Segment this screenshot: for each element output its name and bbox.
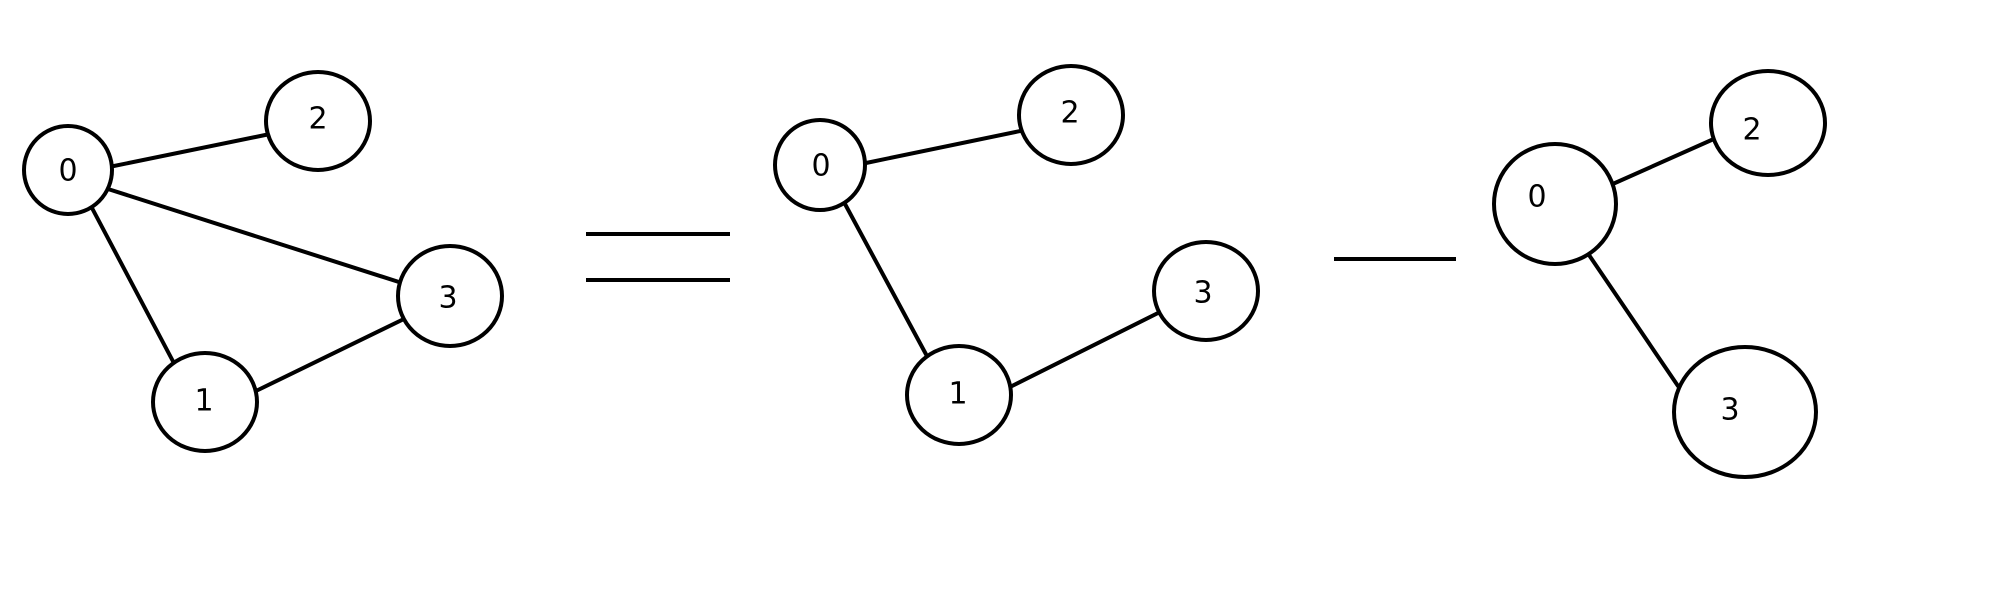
node-label: 3 (1720, 393, 1739, 428)
equals-sign (586, 232, 730, 282)
node-label: 2 (1060, 96, 1079, 131)
graph-c: 0 2 3 (1492, 69, 1827, 479)
node-2: 2 (1709, 69, 1827, 177)
edge-0-1 (843, 202, 930, 360)
node-0: 0 (1492, 142, 1618, 266)
node-3: 3 (1152, 240, 1260, 342)
node-label: 2 (308, 102, 327, 137)
node-label: 0 (1527, 180, 1546, 215)
edge-1-3 (256, 315, 410, 392)
node-1: 1 (151, 351, 259, 453)
node-2: 2 (1017, 64, 1125, 166)
node-label: 3 (438, 281, 457, 316)
node-label: 1 (194, 384, 213, 419)
edge-0-2 (1613, 136, 1718, 185)
node-label: 3 (1193, 276, 1212, 311)
node-0: 0 (773, 118, 867, 212)
edge-1-3 (1008, 309, 1164, 389)
edge-0-2 (864, 128, 1027, 165)
edge-0-3 (1587, 253, 1680, 388)
edge-0-2 (107, 132, 272, 169)
node-2: 2 (264, 70, 372, 172)
node-0: 0 (22, 124, 114, 216)
node-3: 3 (396, 244, 504, 348)
graph-a: 0 2 3 1 (22, 70, 504, 453)
node-1: 1 (905, 344, 1013, 446)
graph-b: 0 2 3 1 (773, 64, 1260, 446)
edge-0-3 (106, 187, 404, 285)
node-3: 3 (1672, 345, 1818, 479)
node-label: 0 (58, 154, 77, 189)
edge-0-1 (90, 206, 178, 369)
node-label: 2 (1742, 113, 1761, 148)
node-label: 1 (948, 377, 967, 412)
node-label: 0 (811, 149, 830, 184)
